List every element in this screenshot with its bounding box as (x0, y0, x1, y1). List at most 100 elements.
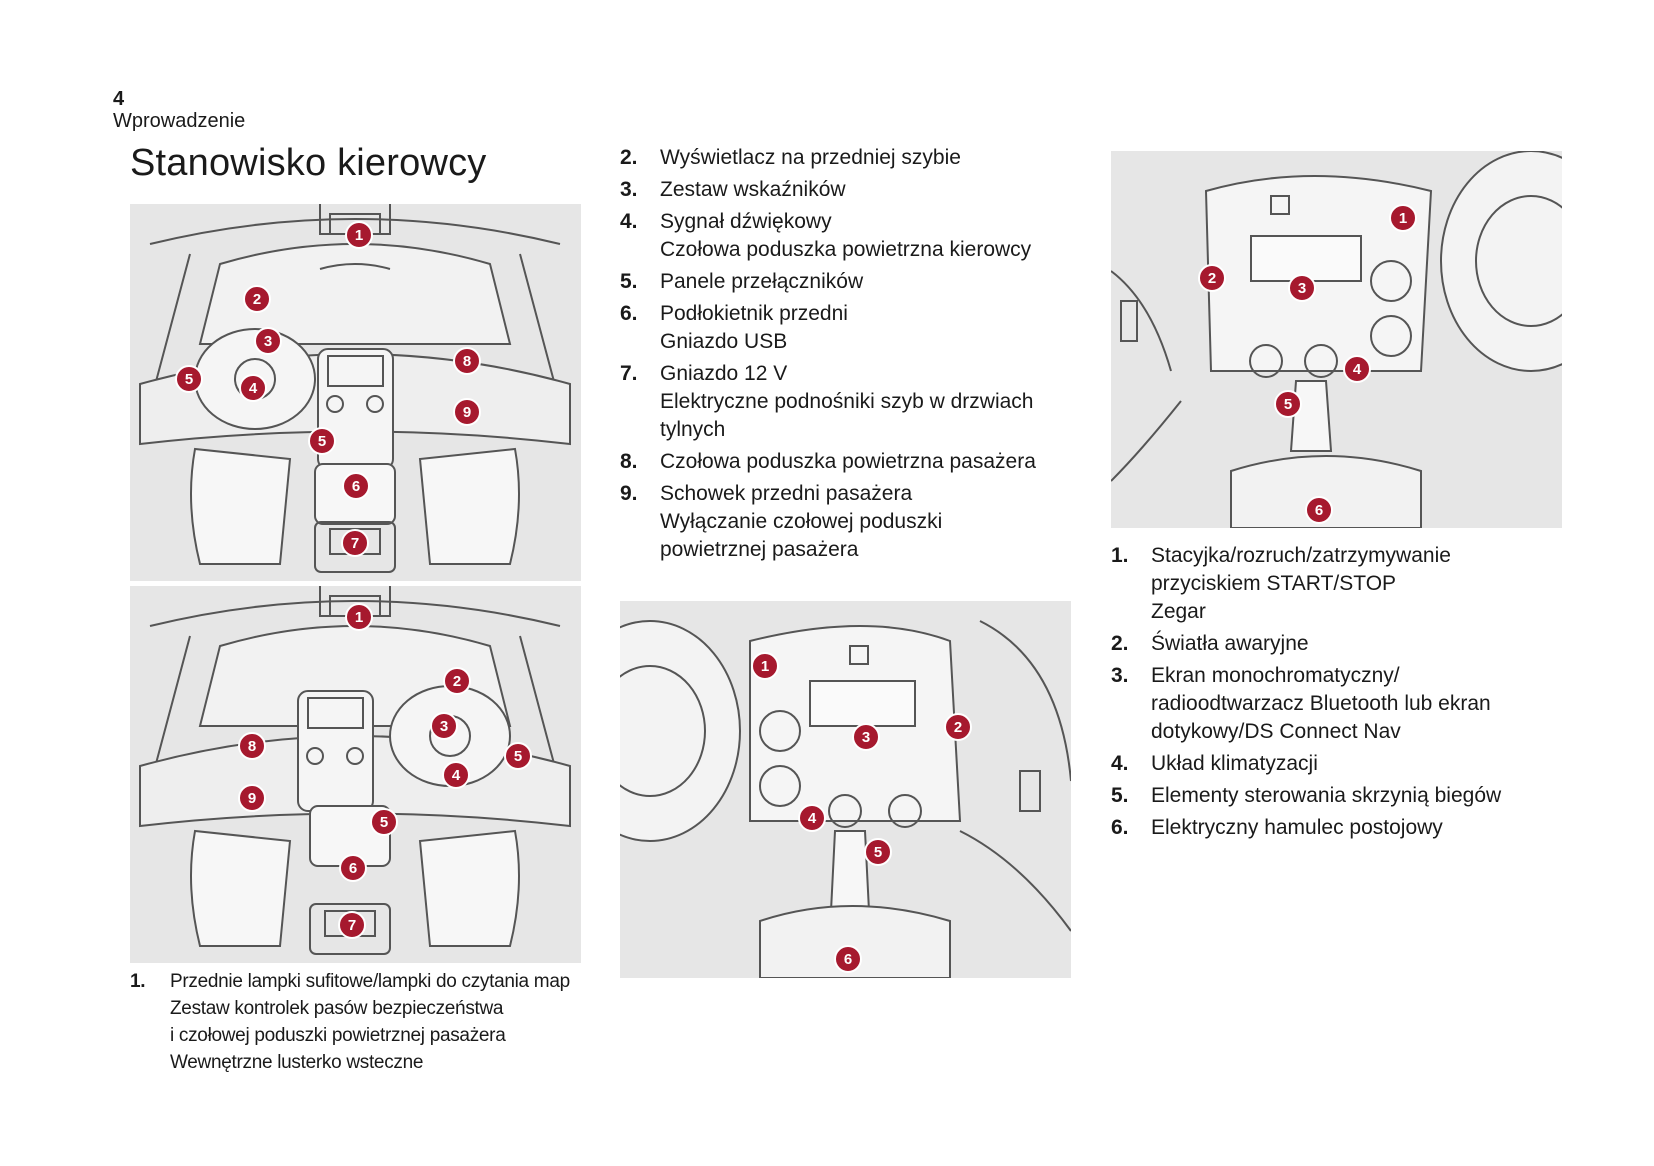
marker-badge (338, 911, 366, 939)
marker-badge (370, 808, 398, 836)
legend-item-line: dotykowy/DS Connect Nav (1151, 720, 1401, 743)
marker-badge (442, 761, 470, 789)
marker-badge (1288, 274, 1316, 302)
legend-item-number: 4. (1111, 752, 1129, 775)
marker-number: 4 (1353, 361, 1362, 378)
legend-item-number: 5. (1111, 784, 1129, 807)
marker-badge (834, 945, 862, 973)
legend-left: 1. Przednie lampki sufitowe/lampki do cz… (130, 968, 600, 1080)
marker-number: 2 (253, 291, 261, 308)
marker-badge (239, 374, 267, 402)
center-console-lhd-illustration (1111, 151, 1562, 528)
marker-number: 5 (874, 844, 882, 861)
marker-number: 2 (453, 673, 461, 690)
center-console-lhd-drawing (1111, 151, 1562, 528)
page-title: Stanowisko kierowcy (130, 142, 487, 184)
legend-item-number: 3. (1111, 664, 1129, 687)
legend-item: 4. Układ klimatyzacji (1111, 750, 1591, 778)
marker-number: 6 (1315, 502, 1323, 519)
marker-number: 5 (318, 433, 326, 450)
marker-badge (1274, 390, 1302, 418)
legend-item-line: Elektryczne podnośniki szyb w drzwiach (660, 390, 1034, 413)
marker-number: 7 (351, 535, 359, 552)
legend-item-number: 3. (620, 178, 638, 201)
legend-item-line: radioodtwarzacz Bluetooth lub ekran (1151, 692, 1491, 715)
marker-number: 6 (349, 860, 357, 877)
legend-item: 6. Elektryczny hamulec postojowy (1111, 814, 1591, 842)
marker-badge (798, 804, 826, 832)
marker-number: 5 (514, 748, 522, 765)
marker-number: 1 (355, 609, 363, 626)
legend-item-line: Czołowa poduszka powietrzna kierowcy (660, 238, 1032, 261)
legend-item-number: 4. (620, 210, 638, 233)
dashboard-lhd-illustration (130, 204, 581, 581)
legend-item-line: Zestaw wskaźników (660, 178, 846, 201)
page-number: 4 (113, 88, 125, 110)
legend-item: 1. Stacyjka/rozruch/zatrzymywanie przyci… (1111, 542, 1591, 626)
marker-badge (453, 398, 481, 426)
legend-item-number: 8. (620, 450, 638, 473)
legend-item: 9. Schowek przedni pasażera Wyłączanie c… (620, 480, 1090, 564)
legend-item-line: tylnych (660, 418, 726, 441)
marker-number: 8 (248, 738, 256, 755)
legend-item-line: Czołowa poduszka powietrzna pasażera (660, 450, 1036, 473)
dashboard-rhd-illustration (130, 586, 581, 963)
legend-item-number: 6. (1111, 816, 1129, 839)
marker-badge (341, 529, 369, 557)
legend-item-line: Ekran monochromatyczny/ (1151, 664, 1400, 687)
section-name: Wprowadzenie (113, 110, 246, 132)
marker-badge (751, 652, 779, 680)
legend-item-line: Wyświetlacz na przedniej szybie (660, 146, 961, 169)
marker-badge (175, 365, 203, 393)
marker-number: 3 (1298, 280, 1306, 297)
legend-item: 2. Wyświetlacz na przedniej szybie (620, 144, 1090, 172)
marker-badge (1389, 204, 1417, 232)
marker-number: 2 (954, 719, 962, 736)
legend-item-number: 2. (1111, 632, 1129, 655)
marker-number: 5 (380, 814, 388, 831)
legend-item-line: powietrznej pasażera (660, 538, 859, 561)
marker-number: 5 (185, 371, 193, 388)
legend-item-line: Gniazdo USB (660, 330, 788, 353)
marker-number: 4 (249, 380, 258, 397)
marker-badge (339, 854, 367, 882)
legend-middle: 2. Wyświetlacz na przedniej szybie 3. Ze… (620, 144, 1090, 568)
marker-number: 1 (761, 658, 769, 675)
marker-badge (342, 472, 370, 500)
marker-number: 1 (355, 227, 363, 244)
legend-item-line: Układ klimatyzacji (1151, 752, 1318, 775)
legend-item-line: Stacyjka/rozruch/zatrzymywanie (1151, 544, 1451, 567)
legend-right: 1. Stacyjka/rozruch/zatrzymywanie przyci… (1111, 542, 1591, 846)
marker-badge (243, 285, 271, 313)
marker-badge (944, 713, 972, 741)
marker-number: 7 (348, 917, 356, 934)
marker-number: 6 (352, 478, 360, 495)
marker-badge (453, 347, 481, 375)
legend-item-number: 2. (620, 146, 638, 169)
center-console-rhd-drawing (620, 620, 1071, 978)
legend-item: 7. Gniazdo 12 V Elektryczne podnośniki s… (620, 360, 1090, 444)
marker-number: 3 (264, 333, 272, 350)
legend-item-line: Zestaw kontrolek pasów bezpieczeństwa (170, 998, 504, 1019)
marker-badge (504, 742, 532, 770)
legend-item-number: 5. (620, 270, 638, 293)
legend-item: 4. Sygnał dźwiękowy Czołowa poduszka pow… (620, 208, 1090, 264)
marker-number: 2 (1208, 270, 1216, 287)
legend-item-line: Wewnętrzne lusterko wsteczne (170, 1052, 424, 1073)
legend-item-line: Gniazdo 12 V (660, 362, 788, 385)
marker-number: 4 (808, 810, 817, 827)
marker-badge (864, 838, 892, 866)
legend-item-line: przyciskiem START/STOP (1151, 572, 1397, 595)
legend-item-line: Zegar (1151, 600, 1206, 623)
dashboard-lhd-drawing (139, 204, 571, 573)
marker-badge (238, 784, 266, 812)
legend-item-line: Podłokietnik przedni (660, 302, 848, 325)
legend-item-number: 1. (1111, 544, 1129, 567)
marker-number: 9 (248, 790, 256, 807)
marker-badge (254, 327, 282, 355)
legend-item: 3. Zestaw wskaźników (620, 176, 1090, 204)
legend-item: 2. Światła awaryjne (1111, 630, 1591, 658)
legend-item-line: Elektryczny hamulec postojowy (1151, 816, 1443, 839)
marker-number: 5 (1284, 396, 1292, 413)
